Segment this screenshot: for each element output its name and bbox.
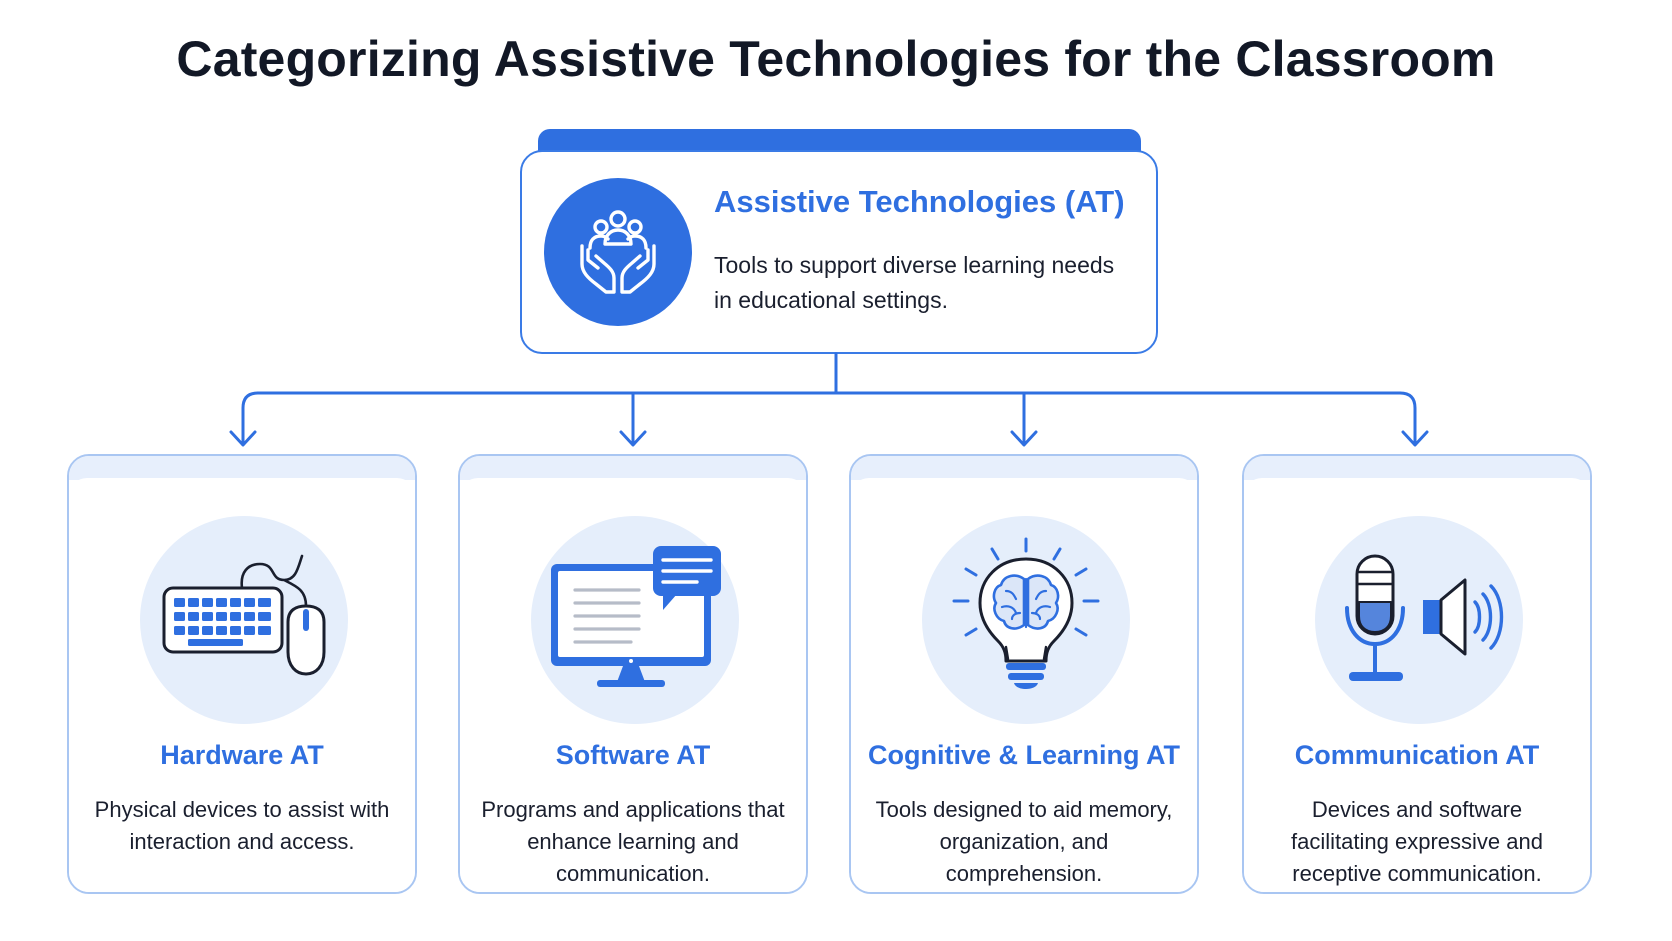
category-title: Communication AT [1294,740,1540,770]
category-description: Tools designed to aid memory, organizati… [875,797,1173,886]
category-card-software: Software AT Programs and applications th… [458,454,808,894]
card-top-band [69,456,415,480]
root-description: Tools to support diverse learning needs … [714,252,1115,313]
keyboard-mouse-icon [162,554,326,676]
arrowhead-1 [229,430,257,447]
cognitive-icon-circle [922,516,1130,724]
category-title: Software AT [555,740,711,770]
hardware-icon-circle [140,516,348,724]
page-title: Categorizing Assistive Technologies for … [176,31,1496,87]
hands-holding-people-icon [580,210,656,294]
card-inner: Hardware AT Physical devices to assist w… [69,478,415,892]
category-title: Hardware AT [160,740,324,770]
connector-right-corner [1398,391,1417,446]
card-inner: Communication AT Devices and software fa… [1244,478,1590,892]
category-card-hardware: Hardware AT Physical devices to assist w… [67,454,417,894]
arrowhead-4 [1401,430,1429,447]
card-inner: Software AT Programs and applications th… [460,478,806,892]
monitor-chat-icon [551,546,721,687]
root-title: Assistive Technologies (AT) [714,184,1125,219]
category-card-communication: Communication AT Devices and software fa… [1242,454,1592,894]
lightbulb-brain-icon [952,537,1100,689]
category-description: Physical devices to assist with interact… [94,797,390,854]
root-card: Assistive Technologies (AT) Tools to sup… [520,150,1158,354]
root-icon-circle [544,178,692,326]
category-title: Cognitive & Learning AT [867,740,1180,770]
card-top-band [851,456,1197,480]
category-card-cognitive: Cognitive & Learning AT Tools designed t… [849,454,1199,894]
category-description: Programs and applications that enhance l… [481,797,785,886]
card-top-band [1244,456,1590,480]
microphone-speaker-icon [1345,554,1504,681]
communication-icon-circle [1315,516,1523,724]
card-top-band [460,456,806,480]
arrowhead-2 [619,430,647,447]
arrowhead-3 [1010,430,1038,447]
card-inner: Cognitive & Learning AT Tools designed t… [851,478,1197,892]
software-icon-circle [531,516,739,724]
connector-left-corner [241,391,260,446]
category-description: Devices and software facilitating expres… [1291,797,1543,886]
